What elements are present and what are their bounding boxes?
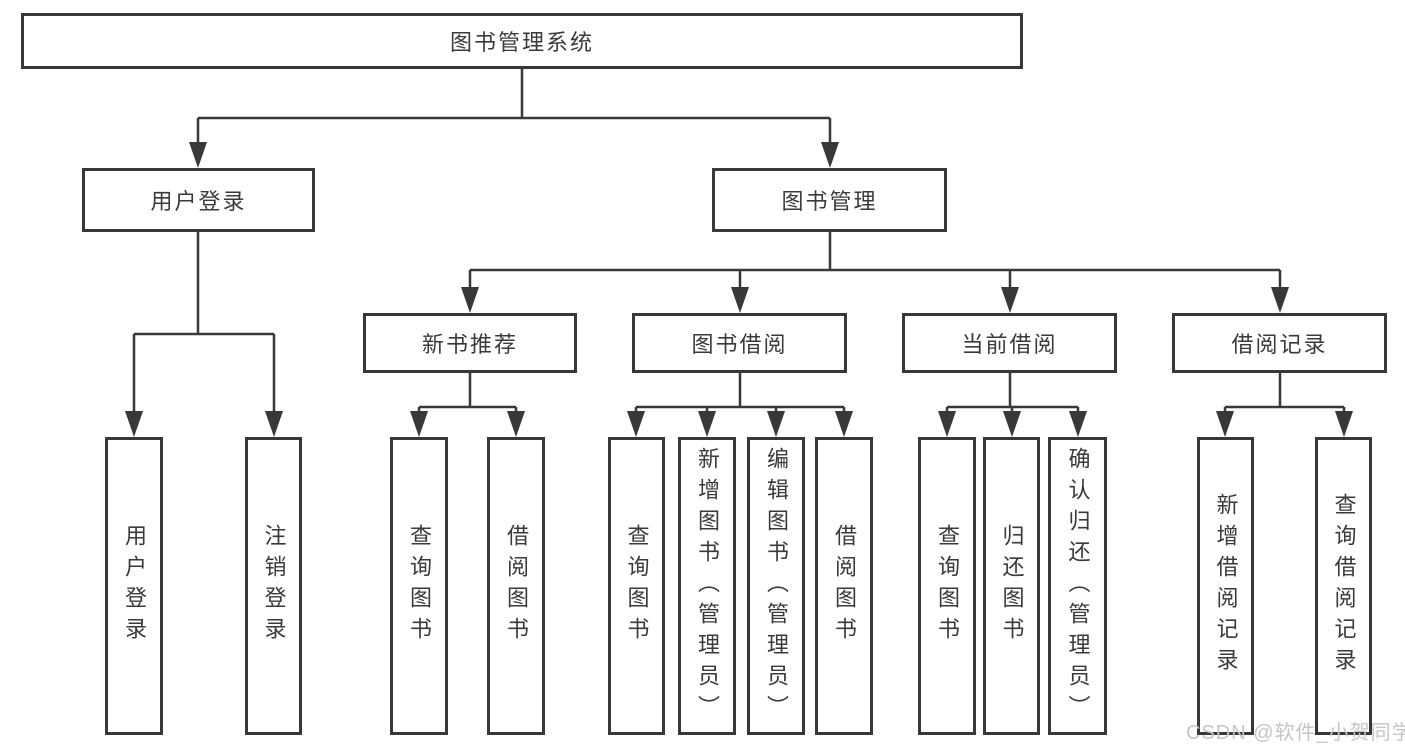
leaf-logout-label: 注销登录 (261, 524, 287, 648)
leaf-newbook-query-books: 查询图书 (390, 437, 448, 735)
arrowhead-icon (767, 411, 785, 437)
leaf-borrowing-query-books-label: 查询图书 (624, 524, 650, 648)
leaf-records-add-record: 新增借阅记录 (1197, 437, 1254, 735)
leaf-records-add-record-label: 新增借阅记录 (1213, 493, 1239, 679)
arrowhead-icon (507, 411, 525, 437)
node-book-borrowing-label: 图书借阅 (691, 332, 788, 357)
node-user-login-label: 用户登录 (150, 189, 247, 214)
leaf-borrowing-borrow-books: 借阅图书 (815, 437, 873, 735)
leaf-borrowing-query-books: 查询图书 (608, 437, 665, 735)
arrowhead-icon (125, 411, 143, 437)
arrowhead-icon (938, 411, 956, 437)
arrowhead-icon (627, 411, 645, 437)
leaf-borrowing-edit-book-admin-label: 编辑图书（管理员） (764, 446, 789, 726)
leaf-newbook-borrow-books-label: 借阅图书 (504, 524, 529, 648)
leaf-current-confirm-return-admin-label: 确认归还（管理员） (1065, 446, 1091, 726)
leaf-borrowing-borrow-books-label: 借阅图书 (832, 524, 857, 648)
arrowhead-icon (1001, 287, 1019, 313)
arrowhead-icon (835, 411, 853, 437)
arrowhead-icon (1069, 411, 1087, 437)
leaf-current-confirm-return-admin: 确认归还（管理员） (1048, 437, 1107, 735)
leaf-newbook-borrow-books: 借阅图书 (487, 437, 545, 735)
node-book-borrowing: 图书借阅 (632, 313, 847, 373)
watermark: CSDN @软件_小贺同学 (1186, 722, 1405, 744)
node-new-book-recommendation-label: 新书推荐 (421, 332, 518, 357)
leaf-current-return-books: 归还图书 (983, 437, 1040, 735)
leaf-borrowing-edit-book-admin: 编辑图书（管理员） (747, 437, 805, 735)
leaf-current-query-books-label: 查询图书 (935, 524, 960, 648)
arrowhead-icon (698, 411, 716, 437)
arrowhead-icon (1003, 411, 1021, 437)
leaf-records-query-record-label: 查询借阅记录 (1331, 493, 1357, 679)
arrowhead-icon (189, 142, 207, 168)
arrowhead-icon (1271, 287, 1289, 313)
leaf-current-query-books: 查询图书 (918, 437, 976, 735)
leaf-records-query-record: 查询借阅记录 (1315, 437, 1372, 735)
leaf-user-login-label: 用户登录 (122, 524, 147, 648)
leaf-user-login: 用户登录 (105, 437, 163, 735)
node-current-borrowing-label: 当前借阅 (961, 332, 1058, 357)
arrowhead-icon (731, 287, 749, 313)
arrowhead-icon (410, 411, 428, 437)
leaf-current-return-books-label: 归还图书 (999, 524, 1025, 648)
node-book-management: 图书管理 (712, 168, 947, 232)
node-new-book-recommendation: 新书推荐 (363, 313, 577, 373)
leaf-borrowing-add-book-admin: 新增图书（管理员） (678, 437, 736, 735)
node-borrowing-records: 借阅记录 (1172, 313, 1387, 373)
node-current-borrowing: 当前借阅 (902, 313, 1117, 373)
leaf-newbook-query-books-label: 查询图书 (407, 524, 432, 648)
arrowhead-icon (461, 287, 479, 313)
arrowhead-icon (1216, 411, 1234, 437)
leaf-borrowing-add-book-admin-label: 新增图书（管理员） (695, 446, 720, 726)
node-borrowing-records-label: 借阅记录 (1231, 332, 1328, 357)
leaf-logout: 注销登录 (245, 437, 302, 735)
arrowhead-icon (821, 142, 839, 168)
arrowhead-icon (265, 411, 283, 437)
arrowhead-icon (1335, 411, 1353, 437)
node-book-management-label: 图书管理 (781, 189, 878, 214)
node-root: 图书管理系统 (21, 13, 1023, 69)
node-root-label: 图书管理系统 (449, 30, 594, 55)
node-user-login: 用户登录 (82, 168, 315, 232)
